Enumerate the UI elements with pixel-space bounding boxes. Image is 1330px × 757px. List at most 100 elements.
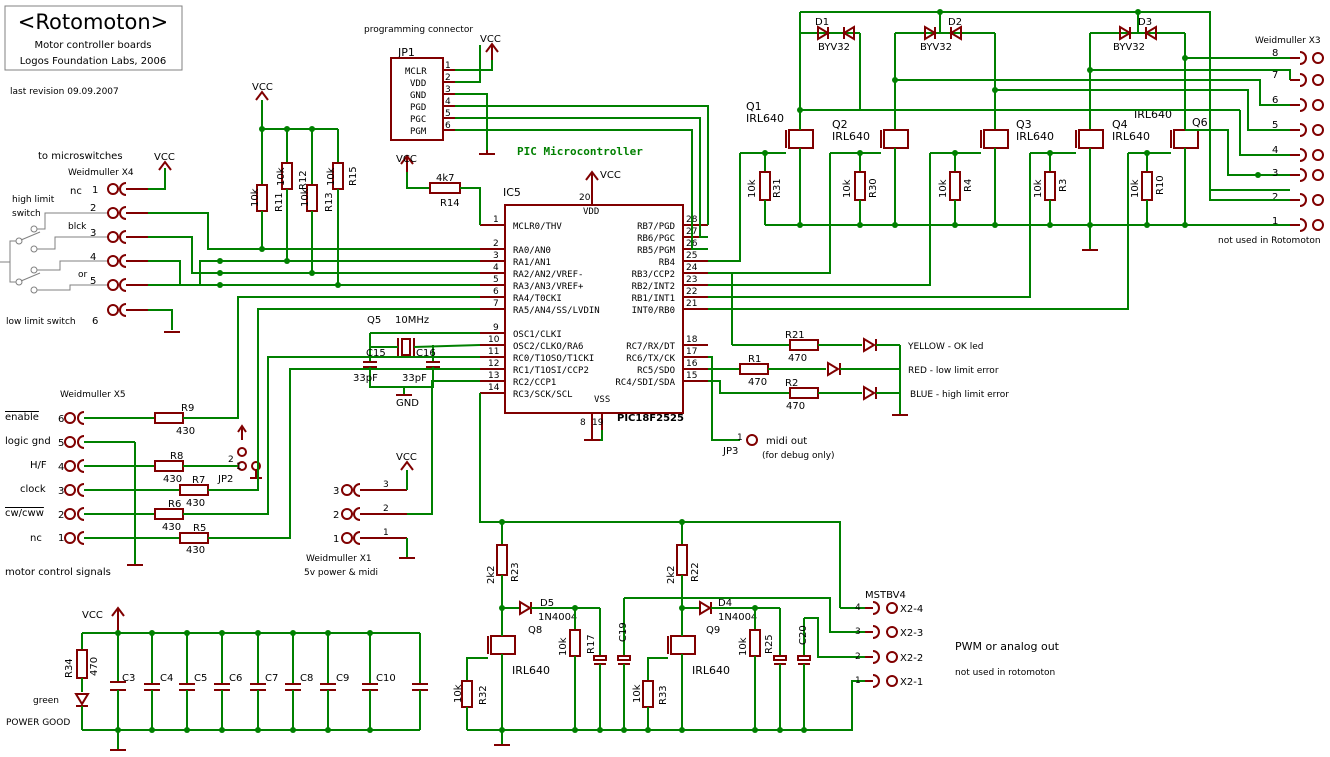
svg-text:430: 430 <box>186 545 205 556</box>
svg-text:R6: R6 <box>168 499 181 510</box>
svg-text:10k: 10k <box>276 167 287 186</box>
x3-motor-connector: Weidmuller X3 8 7 6 5 4 3 2 1 not used i… <box>1209 36 1324 246</box>
svg-text:1: 1 <box>855 676 861 686</box>
svg-text:VCC: VCC <box>600 170 621 181</box>
title-border <box>4 5 183 71</box>
svg-text:green: green <box>33 696 59 706</box>
terminal-x3-7: 7 <box>1272 70 1324 87</box>
terminal-x3-2: 2 <box>1272 192 1324 207</box>
svg-text:1: 1 <box>493 215 499 225</box>
svg-text:6: 6 <box>58 414 64 425</box>
pullup-resistor: VCC 10k R11 10k R12 10k R13 10k R15 <box>250 82 359 285</box>
svg-text:IRL640: IRL640 <box>1016 130 1054 143</box>
capacitor: C10 <box>362 633 396 730</box>
svg-text:MCLR: MCLR <box>405 67 427 77</box>
svg-text:3: 3 <box>90 228 96 239</box>
svg-text:3: 3 <box>445 85 451 95</box>
svg-text:VDD: VDD <box>410 79 426 89</box>
capacitor: C5 <box>179 633 207 730</box>
svg-text:C15: C15 <box>366 348 386 359</box>
svg-text:3: 3 <box>1272 168 1278 179</box>
capacitor-c-left <box>773 608 787 730</box>
x5-footer: motor control signals <box>5 567 111 578</box>
svg-text:C5: C5 <box>194 673 207 684</box>
svg-text:RB3/CCP2: RB3/CCP2 <box>632 270 675 280</box>
svg-text:430: 430 <box>163 474 182 485</box>
pgd-wire <box>455 105 709 225</box>
svg-text:IRL640: IRL640 <box>1112 130 1150 143</box>
jp1-body <box>390 57 444 141</box>
svg-text:RA1/AN1: RA1/AN1 <box>513 258 551 268</box>
svg-text:2: 2 <box>58 510 64 521</box>
x4-title: Weidmuller X4 <box>68 168 134 178</box>
svg-text:PGD: PGD <box>410 103 426 113</box>
svg-text:10k: 10k <box>250 188 261 207</box>
svg-text:3: 3 <box>493 251 499 261</box>
power-good-led: green POWER GOOD <box>6 693 90 730</box>
svg-text:C8: C8 <box>300 673 313 684</box>
capacitor: C7 <box>250 633 278 730</box>
pic-vdd-label: VDD <box>583 207 599 217</box>
svg-text:R11: R11 <box>274 192 285 212</box>
svg-text:14: 14 <box>488 383 500 393</box>
svg-text:D1: D1 <box>815 17 829 28</box>
svg-text:5: 5 <box>90 276 96 287</box>
svg-text:12: 12 <box>488 359 499 369</box>
terminal-x3-8: 8 <box>1272 48 1324 65</box>
vcc-symbol: VCC <box>455 34 501 83</box>
svg-text:VCC: VCC <box>396 154 417 165</box>
svg-text:10k: 10k <box>738 637 749 656</box>
terminal-x3-5: 5 <box>1272 120 1324 137</box>
svg-text:5: 5 <box>58 438 64 449</box>
capacitor-c19: C19 <box>617 598 631 730</box>
svg-text:R12: R12 <box>298 170 309 190</box>
terminal-x4-5: 5 <box>90 276 148 292</box>
svg-text:R33: R33 <box>658 685 669 705</box>
svg-text:VCC: VCC <box>396 452 417 463</box>
svg-text:RC1/T1OSI/CCP2: RC1/T1OSI/CCP2 <box>513 366 589 376</box>
svg-text:C10: C10 <box>376 673 396 684</box>
svg-text:RB5/PGM: RB5/PGM <box>637 246 676 256</box>
led-label-blue: BLUE - high limit error <box>910 390 1009 400</box>
svg-text:10k: 10k <box>1130 179 1141 198</box>
svg-text:RB6/PGC: RB6/PGC <box>637 234 675 244</box>
svg-text:blck: blck <box>68 222 87 232</box>
svg-text:10MHz: 10MHz <box>395 315 429 326</box>
svg-text:IRL640: IRL640 <box>692 664 730 677</box>
svg-text:10k: 10k <box>300 188 311 207</box>
svg-text:RB4: RB4 <box>659 258 675 268</box>
svg-text:RC6/TX/CK: RC6/TX/CK <box>626 354 675 364</box>
svg-text:POWER GOOD: POWER GOOD <box>6 718 70 728</box>
capacitor-c20: C20 <box>797 618 811 730</box>
svg-text:RA2/AN2/VREF-: RA2/AN2/VREF- <box>513 270 583 280</box>
svg-text:nc: nc <box>30 533 42 544</box>
terminal-x1-2: 22 <box>333 504 407 521</box>
svg-text:17: 17 <box>686 347 697 357</box>
svg-text:D5: D5 <box>540 598 554 609</box>
title-line-1: Motor controller boards <box>34 40 151 51</box>
mstbv4-label: MSTBV4 <box>865 590 906 601</box>
svg-text:R1: R1 <box>748 354 761 365</box>
svg-text:R10: R10 <box>1155 175 1166 195</box>
